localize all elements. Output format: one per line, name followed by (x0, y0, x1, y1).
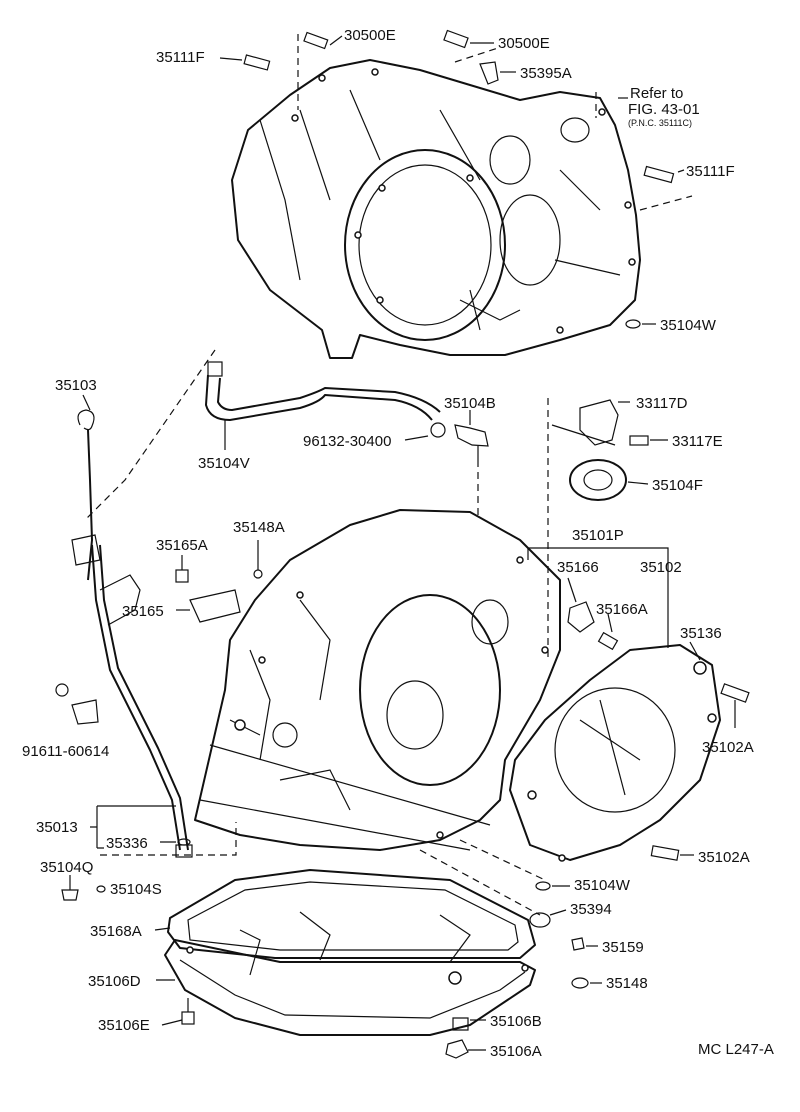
label-35106D: 35106D (88, 973, 141, 990)
magnet-35106B (452, 1017, 486, 1031)
label-35013: 35013 (36, 819, 78, 836)
label-96132: 96132-30400 (303, 433, 391, 450)
bracket-35395A (479, 61, 516, 85)
label-35336: 35336 (106, 835, 148, 852)
drain-plug-35106A (445, 1039, 486, 1059)
label-refer-to: Refer to (630, 85, 683, 102)
label-35106A: 35106A (490, 1043, 542, 1060)
plate-35165 (176, 589, 241, 623)
label-33117E: 33117E (672, 433, 723, 450)
pin-35104W-a (625, 319, 656, 329)
plate-35166 (567, 577, 595, 633)
label-35102: 35102 (640, 559, 682, 576)
label-pnc-ref: (P.N.C. 35111C) (628, 118, 692, 128)
pan-gasket-35168A (154, 869, 536, 959)
label-35104F: 35104F (652, 477, 703, 494)
o-ring-35336 (177, 838, 191, 846)
label-35136: 35136 (680, 625, 722, 642)
label-33117D: 33117D (636, 395, 688, 412)
label-35103: 35103 (55, 377, 97, 394)
oil-seal-35104F (569, 459, 649, 501)
label-30500E-b: 30500E (498, 35, 550, 52)
bolt-35106E (161, 998, 195, 1026)
label-35104W-b: 35104W (574, 877, 631, 894)
transaxle-housing (231, 59, 641, 359)
transmission-case (194, 509, 561, 851)
label-35165A: 35165A (156, 537, 208, 554)
label-fig-ref: FIG. 43-01 (628, 101, 700, 118)
label-35101P: 35101P (572, 527, 624, 544)
extension-housing-35102 (509, 644, 721, 862)
bolt-35102A-a (720, 683, 750, 728)
bolt-35111F-a (219, 54, 271, 71)
label-35159: 35159 (602, 939, 644, 956)
label-35106B: 35106B (490, 1013, 542, 1030)
label-35106E: 35106E (98, 1017, 150, 1034)
label-91611: 91611-60614 (22, 743, 109, 760)
label-35104S: 35104S (110, 881, 162, 898)
nut-35159 (571, 937, 598, 951)
label-35104V: 35104V (198, 455, 250, 472)
breather-hose-35104V (205, 361, 441, 450)
gasket-35104S (96, 885, 106, 893)
label-35111F-a: 35111F (156, 49, 205, 66)
figure-code: MC L247-A (698, 1041, 774, 1058)
nut-35148 (571, 977, 602, 989)
label-35168A: 35168A (90, 923, 142, 940)
label-35165: 35165 (122, 603, 164, 620)
dipstick-35103 (77, 394, 95, 581)
filler-tube-35013 (71, 534, 193, 858)
label-35104Q: 35104Q (40, 859, 93, 876)
bracket-33117D (551, 399, 630, 446)
label-35395A: 35395A (520, 65, 572, 82)
bolt-35111F-b (643, 165, 685, 184)
label-35394: 35394 (570, 901, 612, 918)
bolt-35166A (597, 613, 619, 651)
label-35104W-a: 35104W (660, 317, 717, 334)
bolt-33117E (629, 435, 668, 446)
clamp-91611 (55, 683, 99, 725)
bolt-30500E-b (443, 29, 494, 49)
part-labels: 30500E 30500E 35111F 35395A Refer to FIG… (22, 27, 774, 1060)
label-35104B: 35104B (444, 395, 496, 412)
bolt-30500E-a (303, 31, 343, 50)
breather-plug-35104B (454, 410, 489, 460)
pin-35104W-b (535, 881, 570, 891)
label-35102A-a: 35102A (702, 739, 754, 756)
label-35166: 35166 (557, 559, 599, 576)
label-35166A: 35166A (596, 601, 648, 618)
o-ring-35394 (529, 909, 567, 928)
oil-pan-35106D (156, 911, 536, 1036)
clip-96132 (404, 422, 446, 441)
label-35111F-b: 35111F (686, 163, 735, 180)
plug-35148A (253, 540, 263, 579)
bolt-35165A (175, 555, 189, 583)
plug-35104Q (61, 875, 79, 901)
label-30500E-a: 30500E (344, 27, 396, 44)
label-35148: 35148 (606, 975, 648, 992)
bolt-35102A-b (650, 845, 694, 861)
label-35102A-b: 35102A (698, 849, 750, 866)
label-35148A: 35148A (233, 519, 285, 536)
